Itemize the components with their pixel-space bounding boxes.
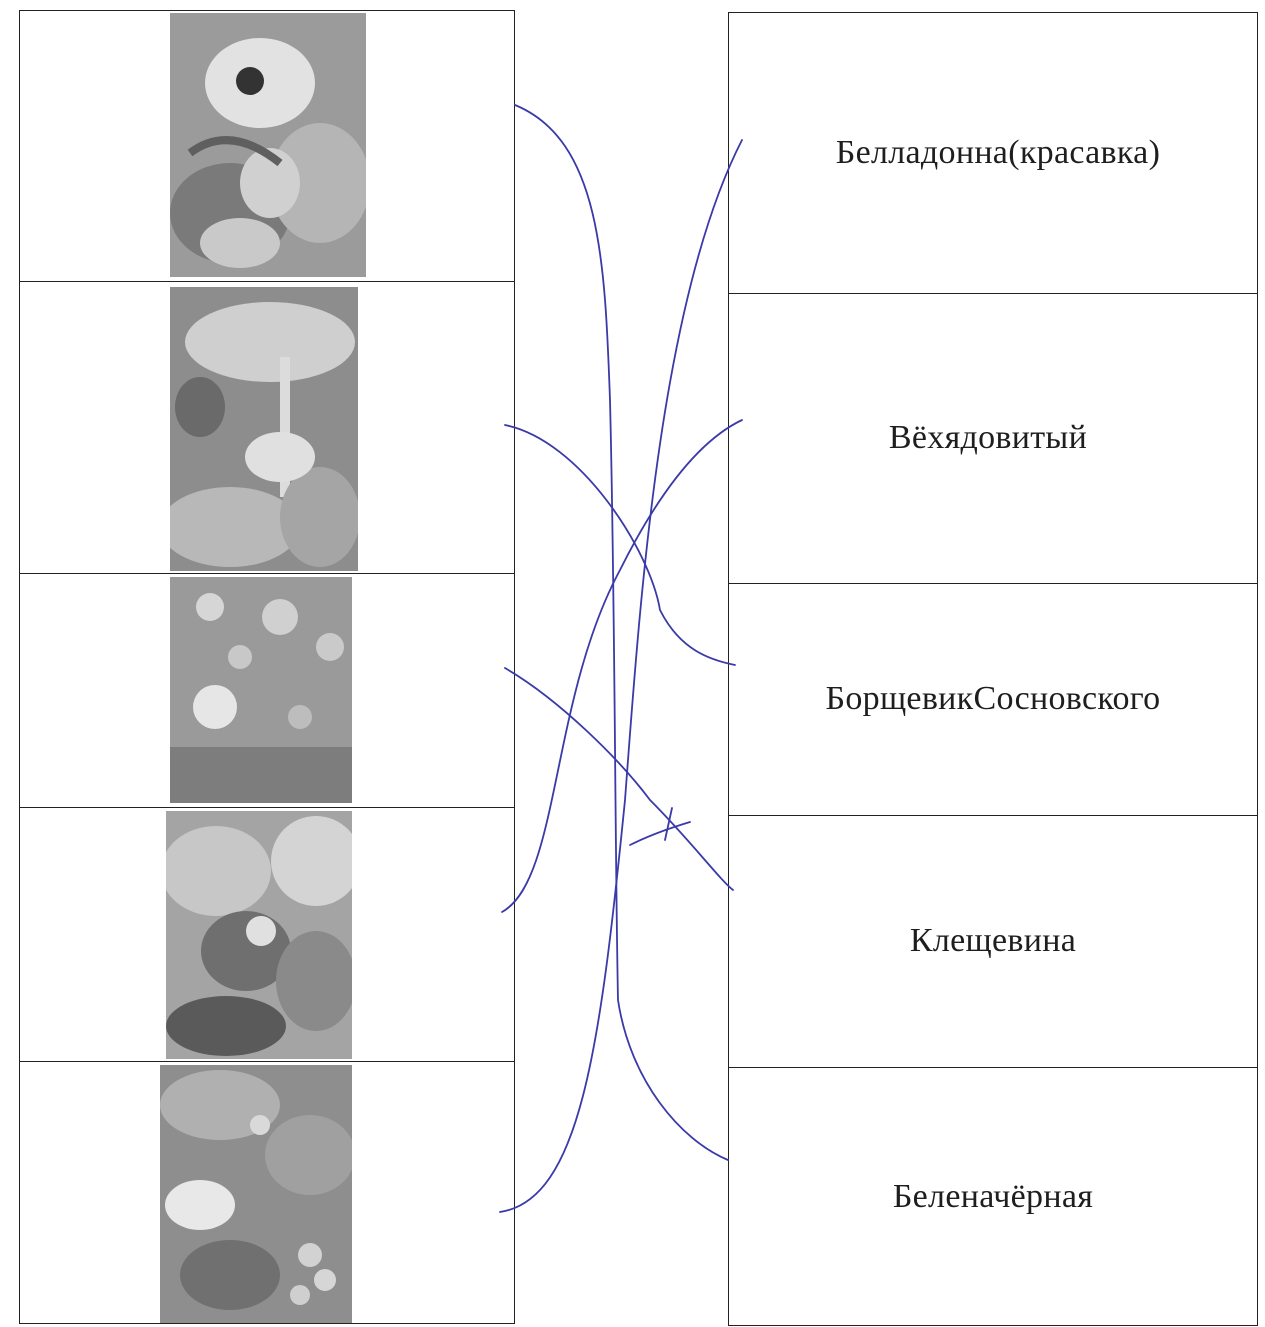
plant-name-hogweed: БорщевикСосновского <box>826 680 1161 718</box>
leafy-plant-photo-icon <box>166 811 352 1059</box>
photo-row-4 <box>20 807 514 1062</box>
berry-plant-photo-icon <box>160 1065 352 1323</box>
photo-table <box>19 10 515 1324</box>
flower-photo-icon <box>170 13 366 277</box>
plant-name-belladonna: Белладонна(красавка) <box>836 134 1160 172</box>
match-line-4 <box>502 420 742 912</box>
photo-row-3 <box>20 573 514 808</box>
plant-name-castor: Клещевина <box>910 922 1076 960</box>
umbel-cluster-photo-icon <box>170 577 352 803</box>
name-row-1: Белладонна(красавка) <box>729 13 1257 294</box>
name-row-5: Беленачёрная <box>729 1067 1257 1327</box>
umbrella-flower-photo-icon <box>170 287 358 571</box>
name-row-2: Вёхядовитый <box>729 293 1257 584</box>
plant-name-cicuta: Вёхядовитый <box>889 419 1087 457</box>
names-table: Белладонна(красавка) Вёхядовитый Борщеви… <box>728 12 1258 1326</box>
plant-name-henbane: Беленачёрная <box>893 1178 1093 1216</box>
stray-mark <box>630 808 690 845</box>
match-line-2 <box>505 425 735 665</box>
photo-row-5 <box>20 1061 514 1325</box>
photo-row-2 <box>20 281 514 574</box>
match-line-1 <box>515 105 728 1160</box>
name-row-3: БорщевикСосновского <box>729 583 1257 816</box>
match-line-5 <box>500 140 742 1212</box>
match-line-3 <box>505 668 733 890</box>
name-row-4: Клещевина <box>729 815 1257 1068</box>
photo-row-1 <box>20 11 514 282</box>
